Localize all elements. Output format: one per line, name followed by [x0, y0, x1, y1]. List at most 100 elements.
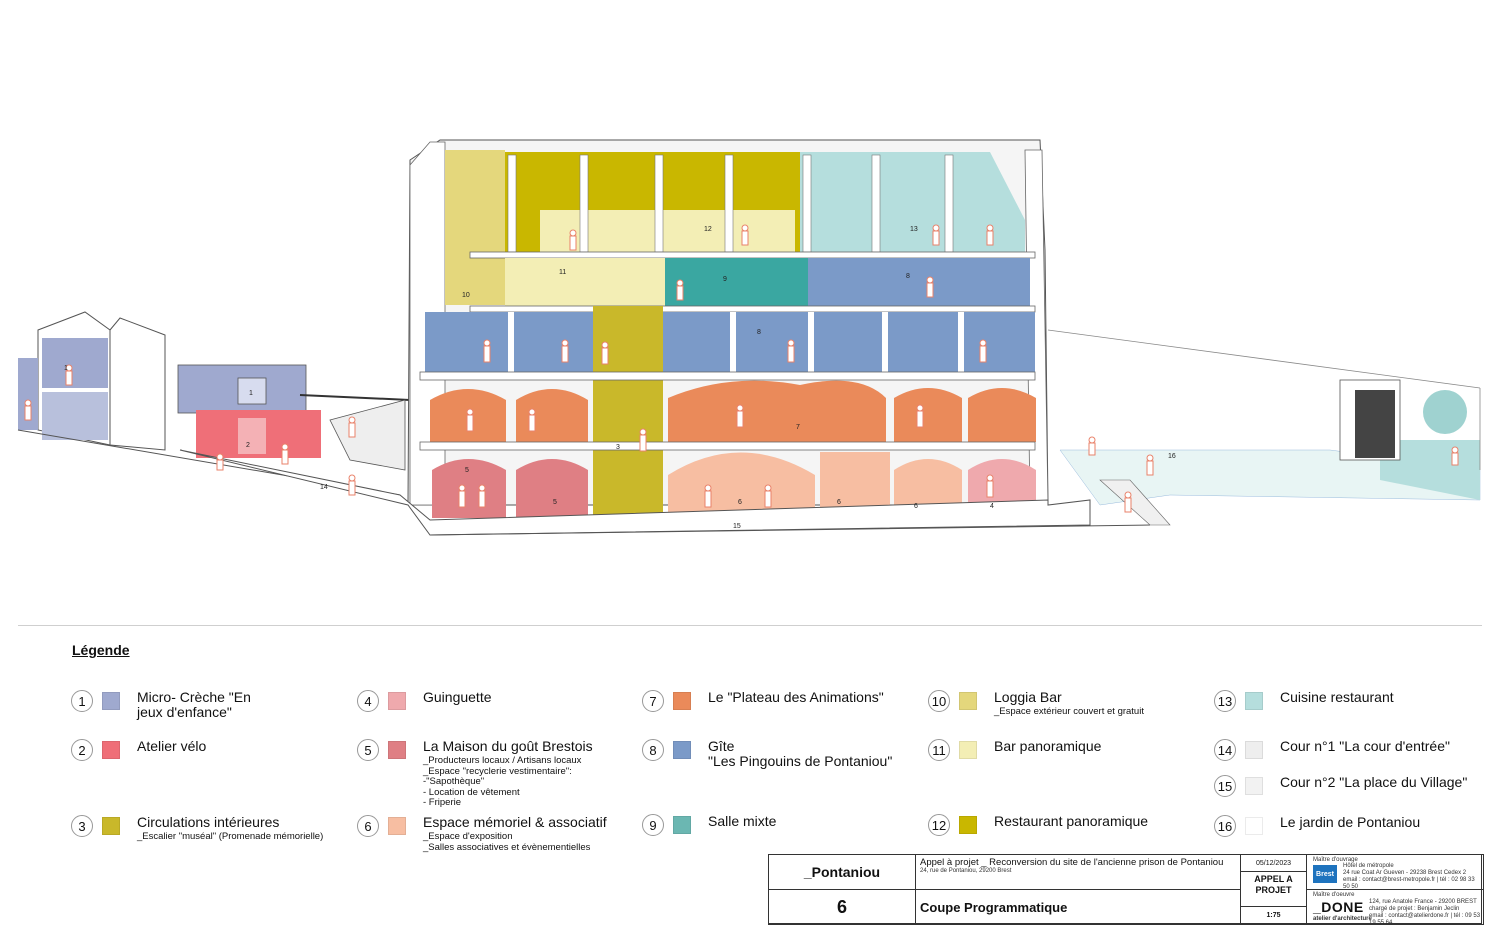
legend-number: 9 — [642, 814, 664, 836]
legend-swatch — [388, 741, 406, 759]
legend-item-11: 11 Bar panoramique — [928, 739, 1101, 761]
room-label: 6 — [738, 499, 742, 506]
building-section-drawing: 1 1 2 3 4 5 5 6 6 6 7 8 8 9 10 11 12 13 … — [17, 139, 1481, 536]
legend-item-14: 14 Cour n°1 "La cour d'entrée" — [1214, 739, 1450, 761]
zone-10-loggia-bar — [445, 150, 505, 305]
architect-heading: Maître d'oeuvre — [1313, 892, 1355, 898]
legend-item-10: 10 Loggia Bar _Espace extérieur couvert … — [928, 690, 1144, 718]
legend-label: Circulations intérieures — [137, 814, 280, 830]
legend-item-2: 2 Atelier vélo — [71, 739, 206, 761]
legend-number: 12 — [928, 814, 950, 836]
room-label: 12 — [704, 226, 712, 233]
legend-label: Micro- Crèche "En jeux d'enfance" — [137, 689, 251, 720]
legend-item-7: 7 Le "Plateau des Animations" — [642, 690, 884, 712]
architect-lead: chargé de projet : Benjamin Jeclin — [1369, 906, 1460, 912]
legend-label: Guinguette — [423, 689, 492, 705]
legend-number: 14 — [1214, 739, 1236, 761]
legend-number: 7 — [642, 690, 664, 712]
zone-1-left-edge — [18, 358, 38, 430]
legend-swatch — [1245, 741, 1263, 759]
room-label: 9 — [723, 276, 727, 283]
legend-number: 5 — [357, 739, 379, 761]
section-svg: 1 1 2 3 4 5 5 6 6 6 7 8 8 9 10 11 12 13 … — [17, 139, 1481, 536]
call-title: Appel à projet _ Reconversion du site de… — [920, 857, 1224, 868]
legend-item-13: 13 Cuisine restaurant — [1214, 690, 1394, 712]
zone-13-cuisine — [800, 152, 1025, 252]
legend-swatch — [388, 692, 406, 710]
room-label: 14 — [320, 484, 328, 491]
room-label: 16 — [1168, 453, 1176, 460]
legend-number: 11 — [928, 739, 950, 761]
done-logo: _DONE — [1313, 899, 1364, 915]
legend-number: 15 — [1214, 775, 1236, 797]
legend-sublabel: _Escalier "muséal" (Promenade mémorielle… — [137, 831, 324, 842]
divider-line — [18, 625, 1482, 626]
room-label: 11 — [559, 269, 566, 276]
legend-number: 2 — [71, 739, 93, 761]
legend-label: Atelier vélo — [137, 738, 207, 754]
architect-tagline: atelier d'architecture — [1313, 916, 1372, 922]
client-name: Hôtel de métropole — [1343, 863, 1394, 869]
legend-item-6: 6 Espace mémoriel & associatif _Espace d… — [357, 815, 607, 853]
legend-swatch — [673, 816, 691, 834]
legend-item-16: 16 Le jardin de Pontaniou — [1214, 815, 1420, 837]
legend-swatch — [102, 817, 120, 835]
legend-label: Cour n°2 "La place du Village" — [1280, 774, 1468, 790]
legend-sublabel: _Producteurs locaux / Artisans locaux _E… — [423, 755, 582, 808]
legend-number: 6 — [357, 815, 379, 837]
legend-item-3: 3 Circulations intérieures _Escalier "mu… — [71, 815, 323, 843]
call-for-projects: Appel à projet _ Reconversion du site de… — [915, 854, 1241, 890]
sheet-number: 6 — [768, 889, 916, 925]
legend-item-1: 1 Micro- Crèche "En jeux d'enfance" — [71, 690, 251, 720]
legend-label: Gîte "Les Pingouins de Pontaniou" — [708, 738, 893, 769]
legend-swatch — [959, 692, 977, 710]
legend-label: Cour n°1 "La cour d'entrée" — [1280, 738, 1450, 754]
zone-3-circulation — [593, 306, 663, 518]
client-address: 24 rue Coat Ar Gueven - 29238 Brest Cede… — [1343, 870, 1467, 876]
legend-item-12: 12 Restaurant panoramique — [928, 814, 1148, 836]
ground — [179, 329, 1481, 536]
architect-address: 124, rue Anatole France - 29200 BREST — [1369, 899, 1477, 905]
zone-5-maison-gout-a — [432, 459, 506, 518]
project-phase: APPEL A PROJET — [1240, 871, 1307, 907]
architect-contact: email : contact@atelierdone.fr | tél : 0… — [1369, 913, 1481, 926]
legend-item-5: 5 La Maison du goût Brestois _Producteur… — [357, 739, 593, 809]
legend-item-9: 9 Salle mixte — [642, 814, 776, 836]
legend-item-15: 15 Cour n°2 "La place du Village" — [1214, 775, 1467, 797]
room-label: 1 — [249, 390, 253, 397]
section-room-labels: 1 1 2 3 4 5 5 6 6 6 7 8 8 9 10 11 12 13 … — [64, 226, 1176, 530]
legend-item-8: 8 Gîte "Les Pingouins de Pontaniou" — [642, 739, 892, 769]
legend-number: 8 — [642, 739, 664, 761]
room-label: 5 — [553, 499, 557, 506]
zone-1-creche-lower — [42, 392, 108, 440]
room-label: 6 — [914, 503, 918, 510]
legend-swatch — [673, 692, 691, 710]
main-building — [407, 139, 1049, 518]
client-heading: Maître d'ouvrage — [1313, 857, 1358, 863]
zone-9-salle-mixte — [665, 258, 808, 306]
legend-label: Le "Plateau des Animations" — [708, 689, 884, 705]
zone-1-creche-upper — [42, 338, 108, 388]
legend-sublabel: _Espace d'exposition _Salles associative… — [423, 831, 591, 853]
legend-label: Le jardin de Pontaniou — [1280, 814, 1421, 830]
drawing-scale: 1:75 — [1240, 906, 1307, 925]
legend-swatch — [1245, 817, 1263, 835]
legend-number: 4 — [357, 690, 379, 712]
zone-8-gite-mid-right — [663, 312, 1035, 372]
zone-11-bar-panoramique — [505, 258, 665, 306]
people-figures — [24, 224, 1459, 513]
client-contact: email : contact@brest-metropole.fr | tél… — [1343, 877, 1475, 890]
room-label: 8 — [906, 273, 910, 280]
room-label: 5 — [465, 467, 469, 474]
legend-number: 10 — [928, 690, 950, 712]
legend-number: 1 — [71, 690, 93, 712]
room-label: 4 — [990, 503, 994, 510]
room-label: 2 — [246, 442, 250, 449]
zone-7-plateau-center — [668, 380, 886, 442]
project-name: _Pontaniou — [768, 854, 916, 890]
room-label: 13 — [910, 226, 918, 233]
brest-logo: Brest — [1313, 865, 1337, 883]
legend-swatch — [959, 741, 977, 759]
room-label: 1 — [64, 365, 68, 372]
legend-title: Légende — [72, 642, 130, 658]
